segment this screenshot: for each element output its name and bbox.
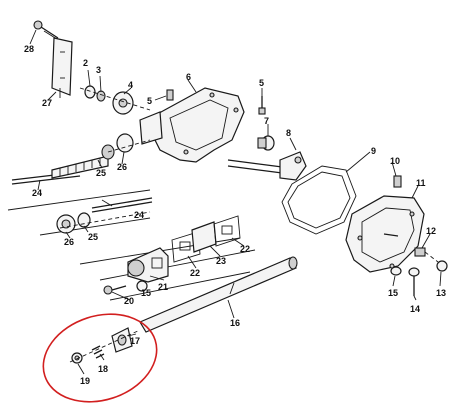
callout-27: 27	[42, 98, 52, 108]
part-22-gasket-a	[171, 231, 201, 263]
callout-17: 17	[130, 336, 140, 346]
part-20-screw	[103, 285, 127, 295]
callout-15-left: 15	[141, 288, 151, 298]
part-27-bracket	[51, 37, 73, 98]
part-26-bearing-middle	[56, 214, 76, 234]
callout-25-top: 25	[96, 168, 106, 178]
part-25-washer-middle	[77, 212, 91, 228]
callout-28: 28	[24, 44, 34, 54]
part-25-spring-top	[51, 155, 109, 179]
highlight-ring	[42, 313, 158, 403]
part-15-washer-right	[390, 266, 402, 276]
callout-26-middle: 26	[64, 237, 74, 247]
callout-9: 9	[371, 146, 376, 156]
callout-4: 4	[128, 80, 133, 90]
callout-6: 6	[186, 72, 191, 82]
callout-26-top: 26	[117, 162, 127, 172]
part-24-rod-middle	[91, 197, 153, 213]
callout-10: 10	[390, 156, 400, 166]
callout-7: 7	[264, 116, 269, 126]
part-5-screw-right	[258, 96, 266, 115]
part-3-washer	[96, 90, 106, 102]
part-21-pump-body	[127, 247, 169, 283]
part-22-gasket-b	[213, 215, 241, 247]
callout-11: 11	[416, 178, 426, 188]
callout-15-right: 15	[388, 288, 398, 298]
callout-3: 3	[96, 65, 101, 75]
callout-22-left: 22	[190, 268, 200, 278]
part-28-screw	[33, 20, 61, 42]
callout-14: 14	[410, 304, 420, 314]
callout-16: 16	[230, 318, 240, 328]
part-16-tube	[139, 256, 298, 333]
part-7-fitting	[257, 135, 275, 151]
callout-8: 8	[286, 128, 291, 138]
callout-20: 20	[124, 296, 134, 306]
part-11-cover	[345, 195, 425, 273]
part-14-bolt	[408, 267, 420, 296]
part-5-screw-top	[166, 89, 174, 101]
callout-labels: 2 3 4 5 6 5 7 8 9 10 11 12 13 15 14 16 1…	[24, 44, 446, 386]
part-15-washer-left	[136, 280, 148, 292]
part-6-housing	[139, 87, 245, 163]
part-9-gasket	[281, 165, 357, 235]
callout-25-middle: 25	[88, 232, 98, 242]
part-26-bearing-top	[101, 133, 134, 160]
callout-13: 13	[436, 288, 446, 298]
part-18-spring	[91, 345, 105, 359]
callout-18: 18	[98, 364, 108, 374]
callout-12: 12	[426, 226, 436, 236]
callout-5-right: 5	[259, 78, 264, 88]
part-23-plate	[191, 221, 217, 253]
callout-21: 21	[158, 282, 168, 292]
part-8-shaft	[227, 151, 307, 181]
callout-24-middle: 24	[134, 210, 144, 220]
callout-2: 2	[83, 58, 88, 68]
callout-24-top: 24	[32, 188, 42, 198]
part-10-screw	[393, 175, 402, 188]
part-17-fitting	[111, 327, 133, 353]
leader-lines	[29, 29, 442, 375]
part-13-nut	[424, 251, 448, 272]
callout-5-top: 5	[147, 96, 152, 106]
callout-19: 19	[80, 376, 90, 386]
part-12-plug	[414, 247, 426, 257]
callout-23: 23	[216, 256, 226, 266]
part-4-gear	[112, 91, 134, 115]
callout-22-right: 22	[240, 244, 250, 254]
part-19-nut	[71, 352, 83, 364]
